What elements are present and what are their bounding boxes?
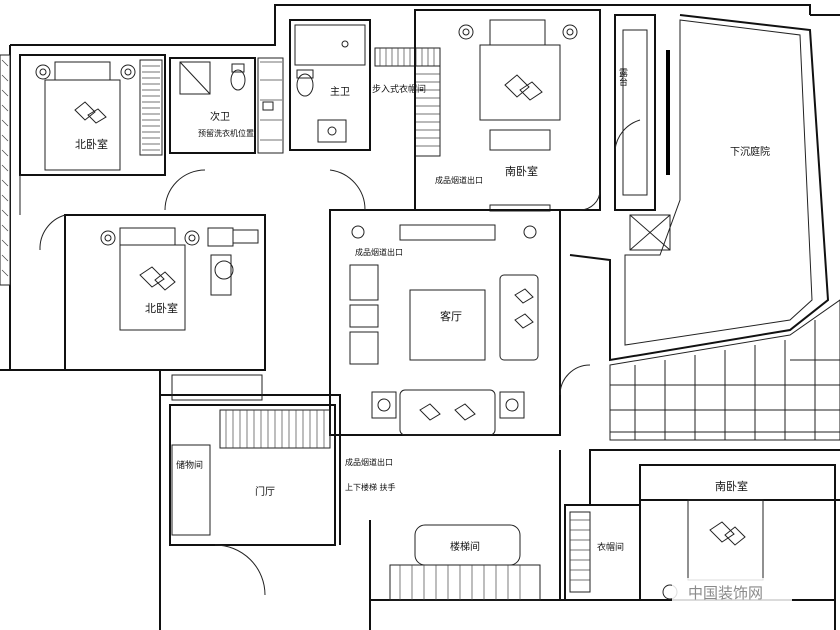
tiled-paving — [609, 299, 840, 441]
svg-text:中国装饰网: 中国装饰网 — [688, 584, 763, 602]
room-label-living-room: 客厅 — [440, 309, 462, 323]
room-label-south-bedroom-2: 南卧室 — [715, 479, 748, 493]
note-vent-1: 预留洗衣机位置 — [198, 128, 254, 138]
room-label-storage: 储物间 — [176, 459, 203, 471]
note-vent-4: 成品烟道出口 — [345, 457, 393, 467]
outer-walls — [0, 4, 840, 630]
room-label-closet: 衣帽间 — [597, 541, 624, 553]
note-vent-2: 成品烟道出口 — [435, 175, 483, 185]
sunken-courtyard — [624, 19, 813, 346]
note-stair: 上下楼梯 扶手 — [345, 482, 396, 492]
note-vent-3: 成品烟道出口 — [355, 247, 403, 257]
room-label-main-bath: 主卫 — [330, 86, 350, 98]
door-swings — [39, 119, 641, 396]
watermark: 中国装饰网 — [672, 578, 792, 606]
balcony — [614, 14, 670, 211]
room-label-walk-in-closet: 步入式衣帽间 — [372, 83, 426, 95]
room-label-balcony: 露台 — [617, 68, 628, 87]
room-label-secondary-bath: 次卫 — [210, 110, 230, 123]
room-label-north-bedroom-2: 北卧室 — [145, 301, 178, 315]
secondary-bath — [169, 57, 284, 154]
room-label-stair: 楼梯间 — [450, 540, 480, 553]
left-hatch — [0, 54, 11, 286]
room-label-south-bedroom-main: 南卧室 — [505, 164, 538, 178]
foyer-area — [169, 374, 336, 596]
north-bedroom-1 — [19, 54, 166, 215]
living-room — [329, 209, 561, 436]
main-bath — [289, 19, 371, 151]
room-label-foyer: 门厅 — [255, 485, 275, 498]
room-label-north-bedroom-1: 北卧室 — [75, 137, 108, 151]
north-bedroom-2 — [64, 214, 266, 371]
room-label-sunken-courtyard: 下沉庭院 — [730, 145, 770, 158]
stair — [389, 524, 541, 601]
walk-in-closet — [374, 47, 441, 157]
